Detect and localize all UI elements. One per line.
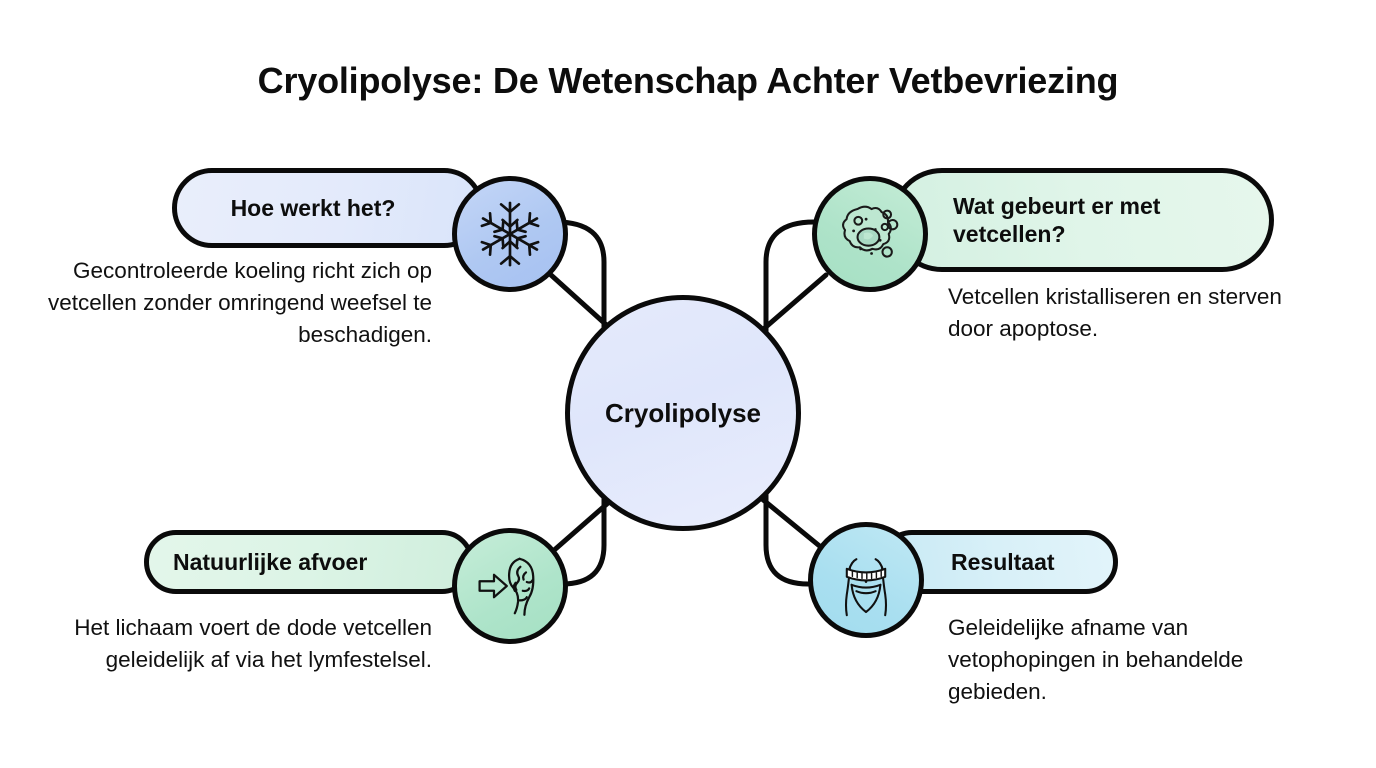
branch-label-fat-cells: Wat gebeurt er met vetcellen? (953, 192, 1161, 247)
branch-description-result: Geleidelijke afname van vetophopingen in… (948, 615, 1244, 704)
branch-description-natural-removal: Het lichaam voert de dode vetcellen gele… (74, 615, 432, 672)
branch-label-how-it-works: Hoe werkt het? (230, 194, 396, 221)
branch-pill-natural-removal[interactable]: Natuurlijke afvoer (144, 530, 474, 594)
page-title: Cryolipolyse: De Wetenschap Achter Vetbe… (257, 60, 1119, 101)
branch-label-natural-removal: Natuurlijke afvoer (173, 548, 368, 575)
lymph-organ-icon[interactable] (452, 528, 568, 644)
connector-line-natural-removal (549, 493, 619, 555)
central-node-label: Cryolipolyse (604, 397, 762, 428)
branch-pill-how-it-works[interactable]: Hoe werkt het? (172, 168, 484, 248)
connector-hook-fat-cells (763, 219, 817, 345)
connector-line-result (753, 491, 825, 551)
connector-line-how-it-works (548, 272, 615, 333)
waist-measure-icon[interactable] (808, 522, 924, 638)
central-node[interactable]: Cryolipolyse (565, 295, 801, 531)
branch-pill-fat-cells[interactable]: Wat gebeurt er met vetcellen? (890, 168, 1274, 272)
branch-description-fat-cells: Vetcellen kristalliseren en sterven door… (948, 284, 1282, 341)
connector-line-fat-cells (757, 272, 829, 335)
snowflake-icon[interactable] (452, 176, 568, 292)
branch-label-result: Resultaat (951, 548, 1055, 575)
fat-cell-icon[interactable] (812, 176, 928, 292)
branch-description-how-it-works: Gecontroleerde koeling richt zich op vet… (48, 258, 432, 347)
